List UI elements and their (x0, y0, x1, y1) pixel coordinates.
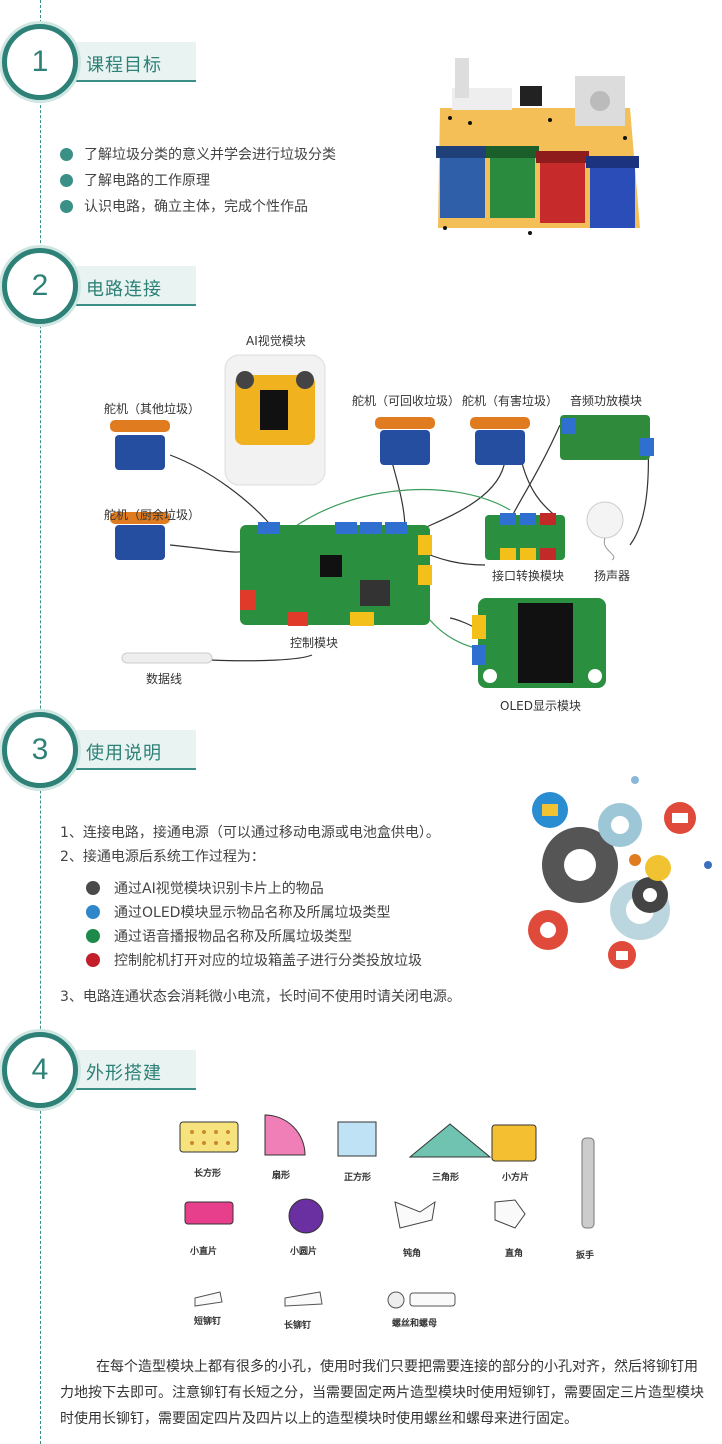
part-label: 螺丝和螺母 (392, 1319, 438, 1329)
section-number: 3 (31, 733, 49, 766)
section-number-badge: 2 (2, 248, 78, 324)
flow-step: 通过OLED模块显示物品名称及所属垃圾类型 (86, 902, 390, 922)
part-label: 小圆片 (290, 1247, 318, 1257)
sorting-bins-illustration (436, 58, 640, 235)
servo-harmful-label: 舵机（有害垃圾） (462, 394, 559, 408)
section-4-header: 外形搭建 4 (2, 1032, 202, 1112)
part-label: 直角 (505, 1249, 524, 1259)
goals-list: 了解垃圾分类的意义并学会进行垃圾分类 了解电路的工作原理 认识电路，确立主体，完… (60, 142, 336, 220)
section-number-badge: 3 (2, 712, 78, 788)
speaker-label: 扬声器 (594, 569, 631, 583)
flow-step: 通过AI视觉模块识别卡片上的物品 (86, 878, 324, 898)
build-instructions-paragraph: 在每个造型模块上都有很多的小孔，使用时我们只要把需要连接的部分的小孔对齐，然后将… (60, 1359, 704, 1427)
bullet-dot (60, 174, 73, 187)
section-number-badge: 1 (2, 24, 78, 100)
flow-step: 通过语音播报物品名称及所属垃圾类型 (86, 926, 352, 946)
section-number-badge: 4 (2, 1032, 78, 1108)
parts-illustration (179, 1114, 595, 1309)
section-title: 电路连接 (86, 279, 162, 300)
usage-line-3: 3、电路连通状态会消耗微小电流，长时间不使用时请关闭电源。 (60, 989, 461, 1005)
part-label: 钝角 (403, 1249, 422, 1259)
part-label: 三角形 (432, 1173, 460, 1183)
bullet-dot (60, 200, 73, 213)
section-title-tag: 电路连接 (68, 266, 196, 306)
audio-amp-label: 音频功放模块 (570, 394, 643, 408)
list-item: 了解垃圾分类的意义并学会进行垃圾分类 (60, 142, 336, 168)
usage-line-1: 1、连接电路，接通电源（可以通过移动电源或电池盒供电）。 (60, 825, 440, 841)
circuit-diagram (110, 354, 654, 688)
part-label: 长铆钉 (284, 1321, 312, 1331)
step-dot (86, 881, 100, 895)
usage-line-2: 2、接通电源后系统工作过程为： (60, 849, 265, 865)
controller-label: 控制模块 (290, 636, 339, 650)
servo-icon (110, 420, 170, 470)
oled-label: OLED显示模块 (500, 699, 581, 713)
part-label: 扇形 (272, 1171, 291, 1181)
part-label: 短铆钉 (194, 1317, 222, 1327)
part-label: 小直片 (190, 1247, 218, 1257)
section-title-tag: 外形搭建 (68, 1050, 196, 1090)
step-dot (86, 929, 100, 943)
cable-label: 数据线 (146, 672, 183, 686)
servo-recycle-label: 舵机（可回收垃圾） (352, 394, 461, 408)
part-label: 扳手 (576, 1251, 595, 1261)
section-2-header: 电路连接 2 (2, 248, 202, 328)
step-dot (86, 953, 100, 967)
part-label: 小方片 (502, 1173, 530, 1183)
step-dot (86, 905, 100, 919)
section-title-tag: 使用说明 (68, 730, 196, 770)
flow-step: 控制舵机打开对应的垃圾箱盖子进行分类投放垃圾 (86, 950, 422, 970)
section-title: 使用说明 (86, 743, 162, 764)
part-label: 正方形 (344, 1173, 372, 1183)
servo-other-label: 舵机（其他垃圾） (104, 402, 201, 416)
section-3-header: 使用说明 3 (2, 712, 202, 792)
section-title: 课程目标 (86, 55, 162, 76)
bullet-dot (60, 148, 73, 161)
interface-label: 接口转换模块 (492, 569, 565, 583)
gears-illustration (528, 776, 712, 969)
part-label: 长方形 (194, 1169, 222, 1179)
section-title-tag: 课程目标 (68, 42, 196, 82)
servo-kitchen-label: 舵机（厨余垃圾） (104, 508, 201, 522)
section-1-header: 课程目标 1 (2, 24, 202, 104)
section-number: 4 (31, 1053, 49, 1086)
section-number: 2 (31, 269, 49, 302)
ai-module-label: AI视觉模块 (246, 334, 306, 348)
list-item: 认识电路，确立主体，完成个性作品 (60, 194, 336, 220)
section-number: 1 (31, 45, 49, 78)
section-title: 外形搭建 (86, 1063, 162, 1084)
list-item: 了解电路的工作原理 (60, 168, 336, 194)
